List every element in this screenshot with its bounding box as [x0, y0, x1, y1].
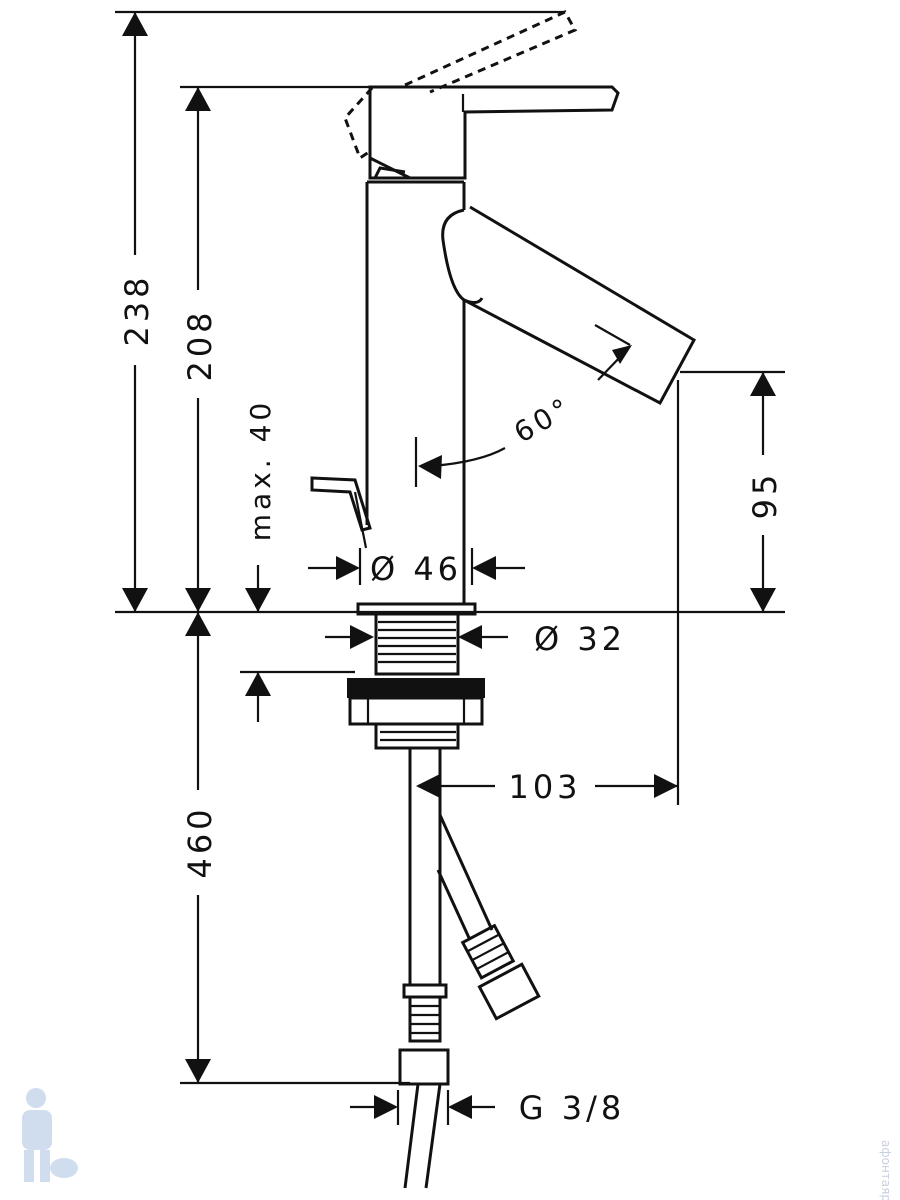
plumber-logo-icon: [22, 1088, 78, 1182]
dimension-thread-diameter: Ø 32: [325, 620, 626, 658]
dimension-total-height: 238: [118, 12, 156, 612]
dimension-hose-length: 460: [181, 612, 219, 1083]
dimension-spout-height: 208: [181, 87, 219, 612]
dim-label-d46: Ø 46: [370, 550, 462, 588]
dimension-body-diameter: Ø 46: [308, 548, 525, 588]
dimension-connection: G 3/8: [350, 1089, 625, 1127]
watermark: афонтаяр.рф: [22, 1088, 893, 1200]
dim-label-d32: Ø 32: [534, 620, 626, 658]
extension-lines: [115, 10, 785, 1085]
dim-label-60deg: 60°: [508, 390, 578, 449]
dim-label-max-40: max. 40: [244, 399, 277, 541]
dim-label-460: 460: [181, 805, 219, 878]
dim-label-103: 103: [508, 768, 581, 806]
dimension-spout-reach: 103: [416, 768, 678, 806]
dim-label-95: 95: [746, 471, 784, 520]
dim-label-g38: G 3/8: [519, 1089, 625, 1127]
supply-hoses: [398, 748, 541, 1189]
dim-label-208: 208: [181, 308, 219, 381]
dim-label-238: 238: [118, 273, 156, 346]
faucet-body: [310, 10, 697, 616]
threaded-shank: [347, 612, 485, 750]
watermark-text: афонтаяр.рф: [879, 1140, 893, 1200]
dimension-spout-angle: 60°: [414, 324, 632, 487]
dimension-max-thickness: max. 40: [244, 399, 277, 722]
dimension-outlet-height: 95: [746, 372, 784, 612]
